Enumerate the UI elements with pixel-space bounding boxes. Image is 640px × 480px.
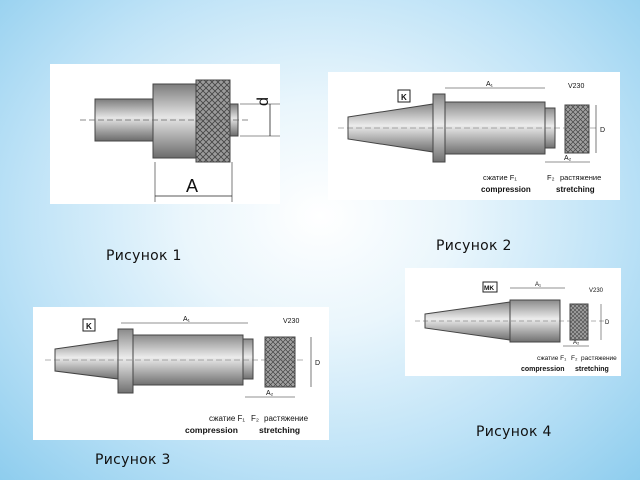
figure-4-caption: Рисунок 4 [476,424,552,440]
dimension-a-label: A [186,176,198,196]
figure-2-stretching-ru: растяжение [560,173,601,182]
figure-3-compression-en: compression [185,425,238,435]
figure-3-stretching-ru: растяжение [264,414,309,423]
figure-4-taper-label: MK [484,285,494,292]
figure-3-stretching-en: stretching [259,425,300,435]
tapping-chuck-sk-drawing: K A₁ V230 D A₂ сжатие F₁ F₂ растяжение c… [338,81,605,194]
figure-3-compression-ru: сжатие F₁ [209,414,245,423]
figure-4-compression-en: compression [521,366,565,373]
figure-2-compression-ru: сжатие F₁ [483,173,517,182]
figure-3-drawing: K A₁ V230 D A₂ сжатие F₁ F₂ растяжение c… [33,307,329,440]
figure-3-d-label: D [315,360,320,367]
figure-2-a1-label: A₁ [486,81,494,88]
figure-2-d-label: D [600,127,605,134]
figure-4-d-label: D [605,320,610,326]
figure-2-f2-label: F₂ [547,173,555,182]
figure-2-v230-label: V230 [568,83,584,90]
quick-change-chuck-drawing: d A [80,79,280,202]
figure-3-a1-label: A₁ [183,316,191,323]
figure-2-compression-en: compression [481,185,531,194]
figure-2-taper-label: K [401,93,407,102]
figure-3-f2-label: F₂ [251,414,259,423]
figure-2-drawing: K A₁ V230 D A₂ сжатие F₁ F₂ растяжение c… [328,72,620,200]
figure-2-caption: Рисунок 2 [436,238,512,254]
figure-4-stretching-en: stretching [575,366,609,373]
figure-4-stretching-ru: растяжение [581,355,617,362]
figure-4-drawing: MK A₁ V230 D A₂ сжатие F₁ F₂ растяжение … [405,268,621,376]
figure-3-taper-label: K [86,322,92,331]
figure-2-stretching-en: stretching [556,185,595,194]
figure-1-drawing: d A [50,64,280,204]
figure-4-v230-label: V230 [589,288,604,294]
figure-3-a2-label: A₂ [266,390,274,397]
figure-4-a2-label: A₂ [573,340,580,346]
figure-1-caption: Рисунок 1 [106,248,182,264]
figure-3-v230-label: V230 [283,318,299,325]
figure-4-a1-label: A₁ [535,282,541,288]
dimension-d-label: d [255,97,272,106]
figure-4-compression-ru: сжатие F₁ [537,355,567,362]
figure-4-f2-label: F₂ [571,355,578,362]
tapping-chuck-bt-drawing: K A₁ V230 D A₂ сжатие F₁ F₂ растяжение c… [45,316,320,435]
figure-3-caption: Рисунок 3 [95,452,171,468]
figure-2-a2-label: A₂ [564,155,572,162]
tapping-chuck-morse-drawing: MK A₁ V230 D A₂ сжатие F₁ F₂ растяжение … [415,281,617,373]
